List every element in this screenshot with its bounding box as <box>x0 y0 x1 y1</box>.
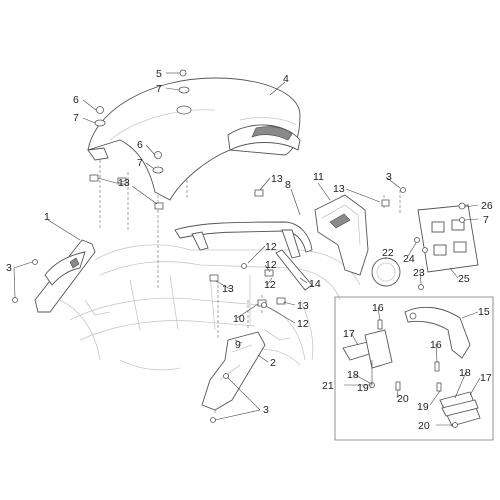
callout-3: 3 <box>263 404 269 416</box>
callout-18: 18 <box>459 367 471 379</box>
callout-7: 7 <box>73 112 79 124</box>
callout-13: 13 <box>271 173 283 185</box>
fasteners <box>12 69 465 428</box>
callout-3: 3 <box>386 171 392 183</box>
callout-2: 2 <box>270 357 276 369</box>
leader-lines <box>13 72 481 426</box>
callout-11: 11 <box>313 171 324 183</box>
callout-12: 12 <box>297 318 309 330</box>
callout-13: 13 <box>297 300 309 312</box>
rear-fender-part <box>87 77 301 201</box>
callout-17: 17 <box>343 328 355 340</box>
callout-6: 6 <box>137 139 143 151</box>
callout-7: 7 <box>483 214 489 226</box>
callout-13: 13 <box>222 283 234 295</box>
callout-23: 23 <box>413 267 425 279</box>
callout-19: 19 <box>417 401 429 413</box>
left-side-guard-part <box>34 239 96 313</box>
plate-support-part <box>404 306 471 359</box>
callout-12: 12 <box>265 241 277 253</box>
callout-1: 1 <box>44 211 50 223</box>
callout-18: 18 <box>347 369 359 381</box>
callout-19: 19 <box>357 382 369 394</box>
callout-7: 7 <box>137 157 143 169</box>
callout-8: 8 <box>285 179 291 191</box>
callout-14: 14 <box>309 278 321 290</box>
plate-holder-part <box>314 194 369 276</box>
frame-outline <box>59 244 361 371</box>
lamp-bracket-right-part <box>439 391 481 427</box>
callout-labels: 1 3 2 3 4 5 7 6 7 6 7 13 13 8 11 13 3 12… <box>6 68 493 432</box>
callout-17: 17 <box>480 372 492 384</box>
callout-12: 12 <box>265 259 277 271</box>
lamp-bracket-left-part <box>342 329 393 369</box>
callout-15: 15 <box>478 306 490 318</box>
callout-22: 22 <box>382 247 394 259</box>
callout-25: 25 <box>458 273 470 285</box>
callout-4: 4 <box>283 73 289 85</box>
callout-10: 10 <box>233 313 245 325</box>
callout-24: 24 <box>403 253 415 265</box>
subassembly-box-21 <box>334 296 494 441</box>
callout-13: 13 <box>118 177 130 189</box>
callout-5: 5 <box>156 68 162 80</box>
grab-rail-part <box>174 221 313 259</box>
callout-3: 3 <box>6 262 12 274</box>
callout-20: 20 <box>418 420 430 432</box>
callout-13: 13 <box>333 183 345 195</box>
callout-6: 6 <box>73 94 79 106</box>
callout-21: 21 <box>322 380 334 392</box>
callout-16: 16 <box>372 302 384 314</box>
license-plate-bracket-part <box>417 202 479 273</box>
callout-9: 9 <box>235 339 241 351</box>
callout-7: 7 <box>156 83 162 95</box>
callout-20: 20 <box>397 393 409 405</box>
callout-12: 12 <box>264 279 276 291</box>
callout-26: 26 <box>481 200 493 212</box>
callout-16: 16 <box>430 339 442 351</box>
reflector-part <box>371 257 401 287</box>
right-side-guard-part <box>201 331 266 411</box>
